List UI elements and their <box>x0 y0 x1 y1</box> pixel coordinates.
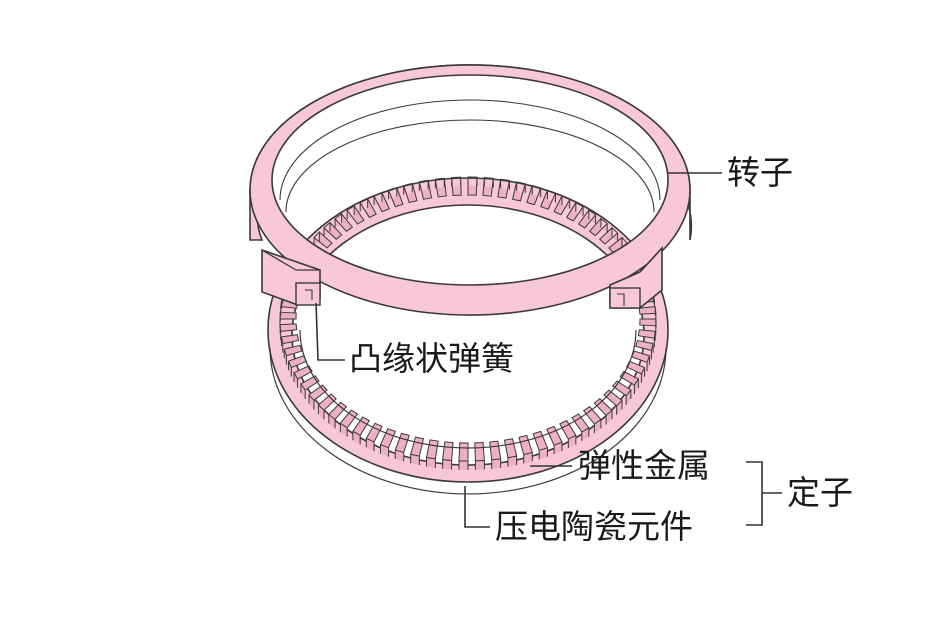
stator-tooth <box>403 182 418 204</box>
rotor-ring <box>249 64 693 316</box>
stator-tooth <box>426 439 439 468</box>
stator-tooth <box>434 177 447 198</box>
stator-tooth <box>418 179 433 200</box>
stator-tooth <box>588 217 608 237</box>
stator-tooth <box>373 192 390 213</box>
stator-bracket <box>746 461 763 526</box>
stator-tooth <box>279 311 297 328</box>
stator-tooth <box>317 393 337 420</box>
stator-tooth <box>334 212 354 232</box>
stator-tooth <box>619 370 639 395</box>
stator-tooth <box>323 221 343 240</box>
rotor-left-end <box>261 248 321 306</box>
stator-tooth <box>511 181 526 202</box>
leader-piezo <box>464 486 490 528</box>
stator-tooth <box>482 176 494 197</box>
rotor-top-face <box>249 64 691 316</box>
stator-tooth <box>467 176 478 196</box>
stator-tooth <box>577 209 597 229</box>
stator-tooth <box>599 226 619 245</box>
rotor-groove-2 <box>285 119 655 213</box>
stator-rim-line <box>269 347 667 495</box>
stator-tooth <box>638 306 657 323</box>
stator-inner-lip <box>299 329 637 449</box>
stator-tooth <box>474 442 485 470</box>
stator-tooth <box>540 189 557 210</box>
stator-tooth <box>359 198 377 219</box>
stator-tooth <box>518 434 533 464</box>
rotor-right-end <box>609 245 663 309</box>
stator-tooth <box>553 195 571 216</box>
stator-tooth <box>503 438 518 467</box>
stator-tooth <box>532 430 548 460</box>
stator-tooth <box>458 442 469 470</box>
stator-tooth <box>281 334 300 353</box>
stator-tooth <box>593 398 613 425</box>
leader-lines <box>315 172 782 528</box>
stator-tooth <box>625 360 646 383</box>
stator-tooth <box>313 230 333 249</box>
stator-tooth <box>394 432 410 462</box>
stator-tooth <box>293 365 313 389</box>
rotor-groove-1 <box>279 99 661 201</box>
stator-tooth <box>300 375 320 399</box>
stator-tooth <box>328 401 348 429</box>
stator-tooth <box>565 201 584 222</box>
stator-tooth <box>635 339 654 360</box>
stator-tooth <box>442 441 454 470</box>
stator-tooth <box>489 440 502 469</box>
stator-tooth <box>388 186 404 208</box>
stator-body <box>267 177 669 483</box>
stator-tooth <box>451 176 462 196</box>
label-stator: 定子 <box>787 473 853 512</box>
stator-tooth <box>283 344 303 365</box>
label-flange-spring: 凸缘状弹簧 <box>349 339 514 378</box>
stator-tooth <box>611 380 632 405</box>
stator-tooth <box>603 389 623 415</box>
label-rotor: 转子 <box>727 153 793 192</box>
stator-tooth <box>410 436 425 466</box>
rotor-band <box>249 64 693 241</box>
stator-tooth <box>497 178 510 199</box>
leader-flange-spring <box>315 302 345 361</box>
label-piezo-element: 压电陶瓷元件 <box>495 507 693 546</box>
stator-tooth <box>637 329 656 348</box>
stator-tooth <box>346 205 365 225</box>
stator-tooth <box>308 384 328 410</box>
stator-tooth <box>526 184 542 206</box>
label-elastic-metal: 弹性金属 <box>578 446 710 485</box>
